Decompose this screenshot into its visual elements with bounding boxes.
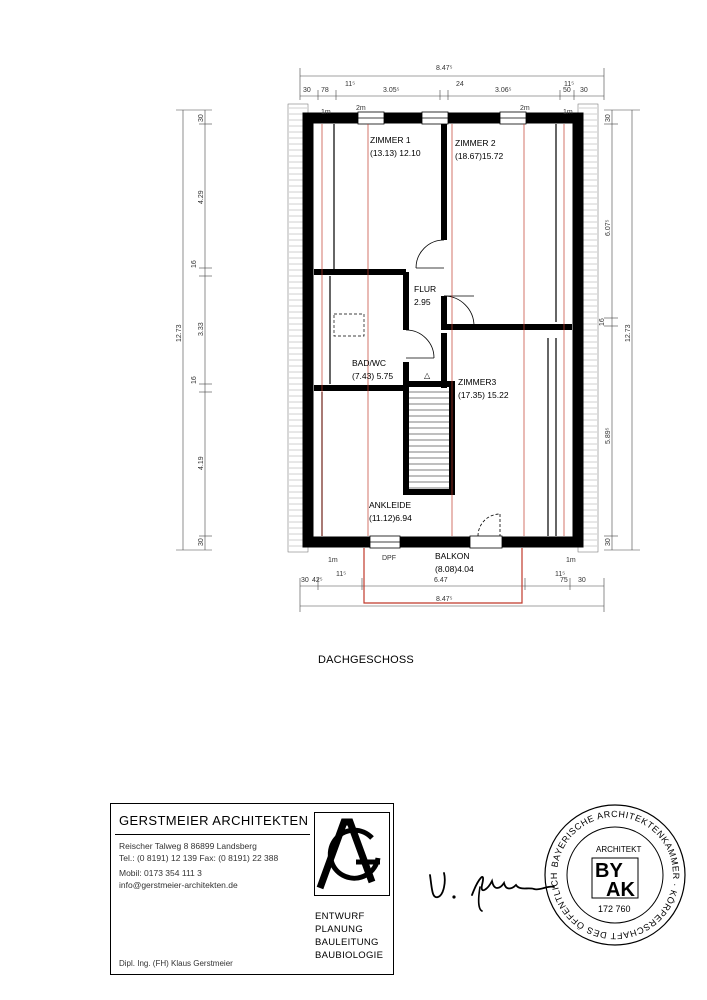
company-email: info@gerstmeier-architekten.de <box>119 880 238 890</box>
dim-bottom-total: 8.47⁵ <box>436 596 453 603</box>
room-ankleide-name: ANKLEIDE <box>369 500 411 510</box>
room-balkon-name: BALKON <box>435 551 470 561</box>
dim-top-e: 24 <box>456 81 464 88</box>
service-entwurf: ENTWURF <box>315 911 365 922</box>
dim-left-e: 16 <box>191 376 198 384</box>
title-block: GERSTMEIER ARCHITEKTEN Reischer Talweg 8… <box>110 803 394 975</box>
room-zimmer2-area: (18.67)15.72 <box>455 151 503 161</box>
roof-hatch-lines <box>289 107 597 547</box>
dim-right-total: 12.73 <box>625 324 632 342</box>
interior-walls <box>314 124 572 391</box>
dim-top-g: 11⁵ <box>564 81 574 88</box>
mark-1m-bottom-right: 1m <box>566 557 576 564</box>
dim-left-g: 30 <box>198 538 205 546</box>
company-mobile: Mobil: 0173 354 111 3 <box>119 868 202 878</box>
dim-bottom-b: 42⁵ <box>312 577 323 584</box>
dim-top-h: 50 <box>563 87 571 94</box>
company-name: GERSTMEIER ARCHITEKTEN <box>119 813 309 828</box>
dim-bottom-g: 30 <box>578 577 586 584</box>
dim-bottom-a: 30 <box>301 577 309 584</box>
stamp-number: 172 760 <box>598 904 631 914</box>
door-swings <box>405 239 501 537</box>
stamp-logo-bottom: AK <box>606 879 635 901</box>
chamber-stamp: BAYERISCHE ARCHITEKTENKAMMER · KÖRPERSCH… <box>540 800 686 946</box>
floor-plan: 8.47⁵ 30 78 11⁵ 3.05⁵ 24 3.06⁵ 11⁵ 50 30… <box>176 65 640 612</box>
dim-right-e: 30 <box>605 538 612 546</box>
dim-left-c: 16 <box>191 260 198 268</box>
dim-left-f: 4.19 <box>198 456 205 470</box>
dim-top-c: 11⁵ <box>345 81 355 88</box>
dim-left-a: 30 <box>198 114 205 122</box>
service-planung: PLANUNG <box>315 924 364 935</box>
signature <box>429 872 555 912</box>
stamp-logo-top: BY <box>595 860 623 882</box>
dim-right-c: 16 <box>599 318 606 326</box>
room-flur-area: 2.95 <box>414 297 431 307</box>
staircase: △ <box>403 371 455 495</box>
plan-caption: DACHGESCHOSS <box>318 654 414 666</box>
company-phone: Tel.: (0 8191) 12 139 Fax: (0 8191) 22 3… <box>119 853 279 863</box>
dim-right-b: 6.07⁵ <box>605 219 612 236</box>
room-zimmer1-area: (13.13) 12.10 <box>370 148 421 158</box>
stamp-role: ARCHITEKT <box>596 845 641 854</box>
dim-top-i: 30 <box>580 87 588 94</box>
company-address: Reischer Talweg 8 86899 Landsberg <box>119 841 257 851</box>
mark-dpf: DPF <box>382 555 396 562</box>
dimension-lines-right <box>604 109 640 551</box>
dim-bottom-c: 11⁵ <box>336 571 346 578</box>
dim-top-d: 3.05⁵ <box>383 87 400 94</box>
title-rule <box>115 834 310 835</box>
dimension-lines-left <box>176 109 212 551</box>
dim-right-d: 5.89⁵ <box>605 427 612 444</box>
mark-1m-bottom-left: 1m <box>328 557 338 564</box>
room-balkon-area: (8.08)4.04 <box>435 564 474 574</box>
dim-top-a: 30 <box>303 87 311 94</box>
room-zimmer1-name: ZIMMER 1 <box>370 135 411 145</box>
company-logo <box>314 812 390 896</box>
dimension-lines-bottom <box>299 578 605 612</box>
stair-arrow-icon: △ <box>424 371 431 380</box>
ridge-lines <box>321 124 565 536</box>
mark-2m-top-left: 2m <box>356 105 366 112</box>
room-bad-name: BAD/WC <box>352 358 386 368</box>
room-zimmer3-name: ZIMMER3 <box>458 377 497 387</box>
dim-left-b: 4.29 <box>198 190 205 204</box>
service-baubiologie: BAUBIOLOGIE <box>315 950 384 961</box>
dim-right-a: 30 <box>605 114 612 122</box>
architect-name: Dipl. Ing. (FH) Klaus Gerstmeier <box>119 959 233 968</box>
dimension-lines-top <box>299 68 605 100</box>
dim-left-total: 12.73 <box>176 324 183 342</box>
balcony-outline <box>363 548 523 604</box>
mark-1m-top-right: 1m <box>563 109 573 116</box>
room-flur-name: FLUR <box>414 284 436 294</box>
room-zimmer3-area: (17.35) 15.22 <box>458 390 509 400</box>
mark-1m-top-left: 1m <box>321 109 331 116</box>
room-bad-area: (7.43) 5.75 <box>352 371 393 381</box>
room-zimmer2-name: ZIMMER 2 <box>455 138 496 148</box>
dim-top-f: 3.06⁵ <box>495 87 512 94</box>
dim-top-b: 78 <box>321 87 329 94</box>
mark-2m-top-right: 2m <box>520 105 530 112</box>
windows <box>357 111 527 549</box>
dim-bottom-e: 11⁵ <box>555 571 565 578</box>
dim-top-total: 8.47⁵ <box>436 65 453 72</box>
dim-bottom-f: 75 <box>560 577 568 584</box>
dim-left-d: 3.33 <box>198 322 205 336</box>
room-ankleide-area: (11.12)6.94 <box>369 513 412 523</box>
bathtub-icon <box>333 313 365 337</box>
service-bauleitung: BAULEITUNG <box>315 937 379 948</box>
dim-bottom-d: 6.47 <box>434 577 448 584</box>
